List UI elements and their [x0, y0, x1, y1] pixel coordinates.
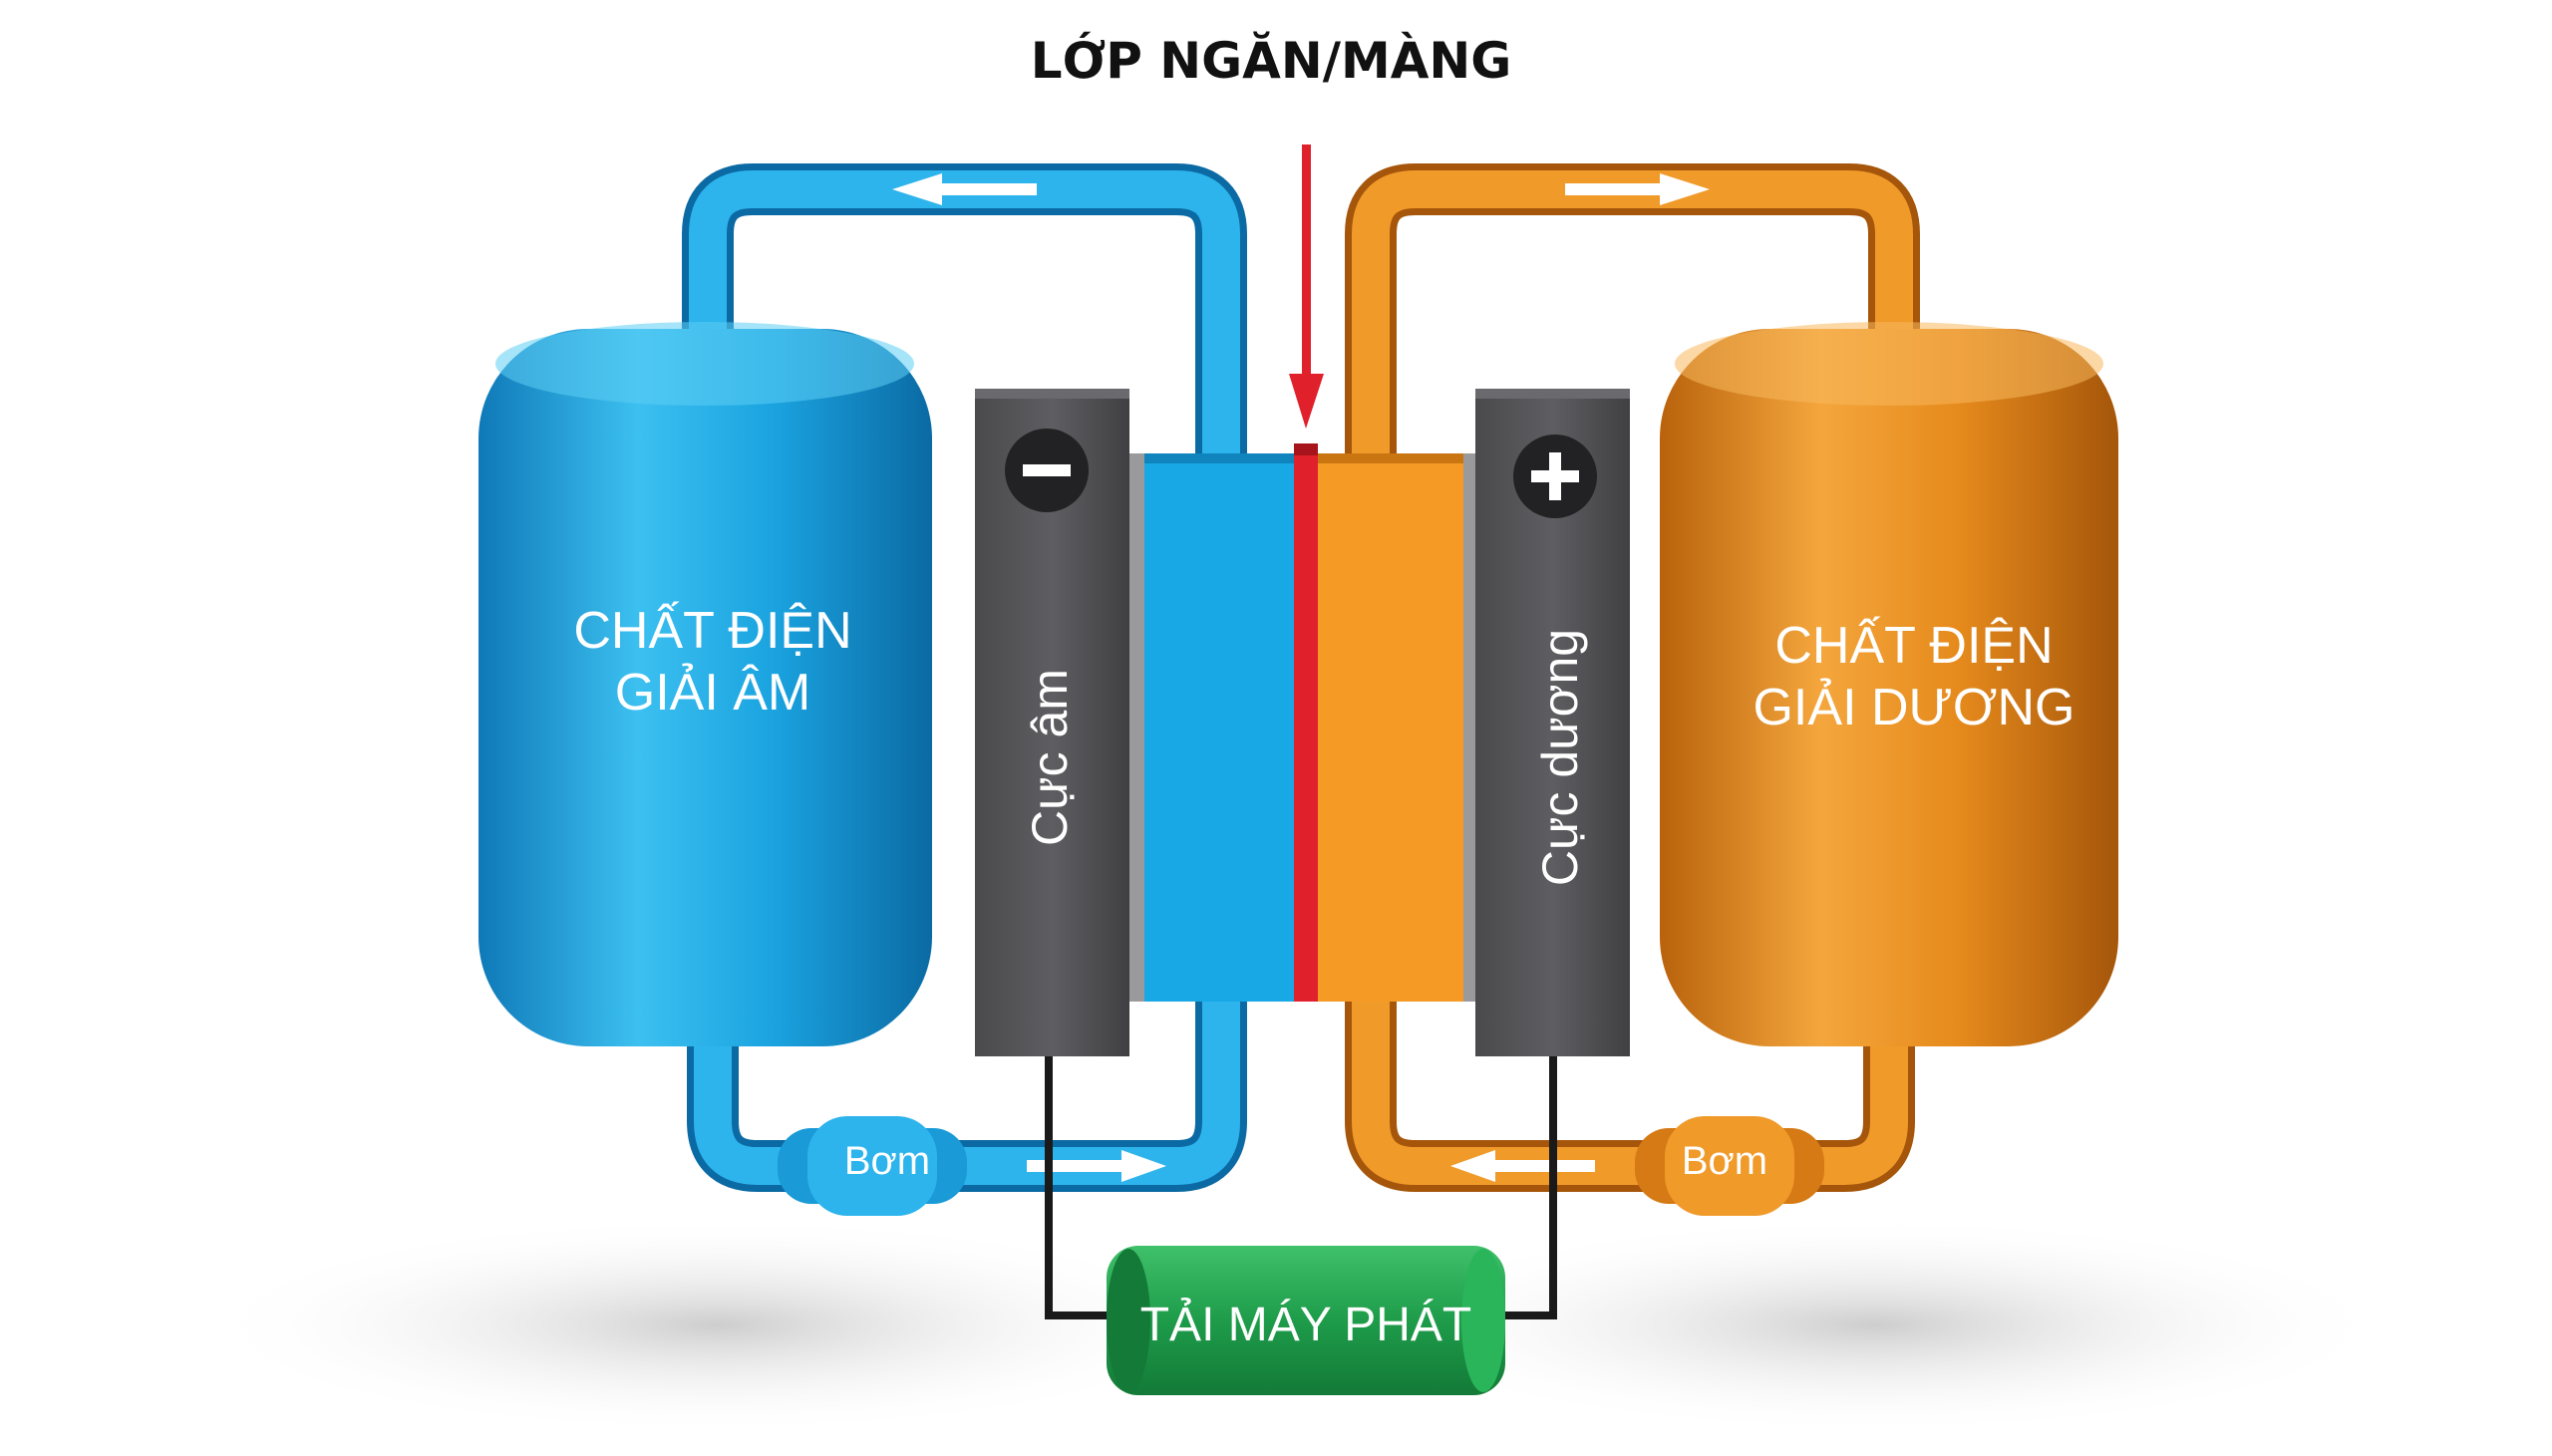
flow-arrow-left-icon: [892, 173, 1037, 205]
positive-electrolyte-tank: CHẤT ĐIỆN GIẢI DƯƠNG: [1660, 322, 2118, 1046]
negative-half-cell: [1144, 453, 1294, 1002]
flow-arrow-left-icon: [1450, 1150, 1595, 1182]
load-label: TẢI MÁY PHÁT: [1140, 1297, 1472, 1351]
positive-electrode: Cực dương: [1475, 389, 1630, 1056]
left-pump: Bơm: [778, 1116, 967, 1216]
positive-tank-label-line2: GIẢI DƯƠNG: [1753, 678, 2074, 736]
membrane-title: LỚP NGĂN/MÀNG: [1031, 31, 1512, 90]
positive-half-cell: [1316, 453, 1463, 1002]
right-pump: Bơm: [1635, 1116, 1824, 1216]
flow-arrow-right-icon: [1027, 1150, 1166, 1182]
negative-electrolyte-tank: CHẤT ĐIỆN GIẢI ÂM: [478, 322, 932, 1046]
right-floor-shadow: [1356, 1216, 2392, 1435]
positive-electrode-label: Cực dương: [1532, 629, 1588, 886]
positive-tank-label-line1: CHẤT ĐIỆN: [1774, 616, 2053, 675]
external-circuit-wires: [1045, 1056, 1557, 1319]
flow-arrows: [892, 173, 1710, 1182]
flow-arrow-right-icon: [1565, 173, 1710, 205]
membrane-pointer-arrow-icon: [1289, 145, 1324, 429]
negative-tank-label-line1: CHẤT ĐIỆN: [573, 601, 851, 660]
left-pump-label: Bơm: [844, 1139, 930, 1183]
membrane: [1294, 443, 1318, 1002]
negative-electrode: Cực âm: [975, 389, 1129, 1056]
left-floor-shadow: [199, 1216, 1236, 1435]
negative-tank-label-line2: GIẢI ÂM: [615, 663, 810, 722]
right-pump-label: Bơm: [1682, 1139, 1767, 1183]
cell-stack: [1121, 443, 1485, 1002]
negative-electrode-label: Cực âm: [1022, 669, 1078, 846]
generator-load: TẢI MÁY PHÁT: [1107, 1246, 1505, 1395]
